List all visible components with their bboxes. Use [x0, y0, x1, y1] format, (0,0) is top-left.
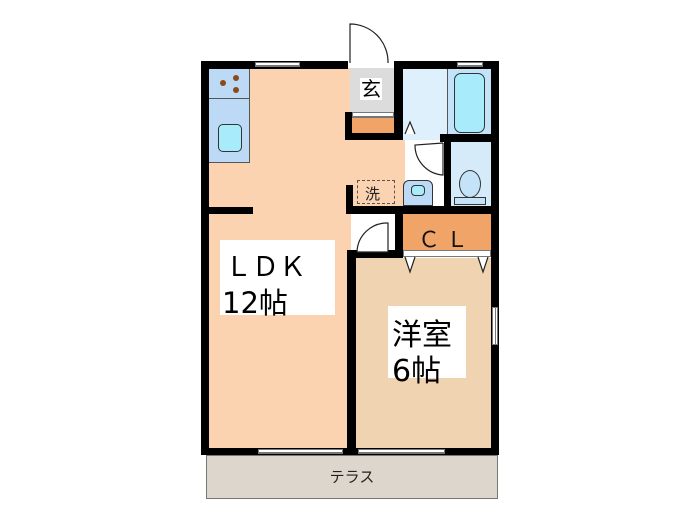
wall-room-divider	[347, 256, 356, 455]
shoe-box-rail	[352, 112, 394, 117]
western-room-label-box	[388, 306, 466, 378]
kitchen-sink-icon	[218, 124, 242, 152]
terrace-label: テラス	[329, 468, 375, 486]
wall-entrance-left	[345, 112, 352, 135]
ldk-size: 12帖	[222, 286, 288, 320]
western-room-name: 洋室	[392, 318, 452, 353]
wall-entrance-bottom	[345, 133, 403, 140]
western-room-size: 6帖	[392, 354, 442, 389]
stove-burner-icon	[233, 75, 239, 81]
wall-closet-left	[395, 206, 403, 258]
western-room-door-icon	[356, 222, 389, 253]
ldk-label-box	[220, 240, 335, 315]
washroom-door-icon	[414, 142, 444, 176]
ldk-floor-upper	[351, 135, 405, 210]
entrance-door-icon	[349, 23, 389, 64]
stove-burner-icon	[233, 87, 239, 93]
ldk-name: ＬＤＫ	[225, 252, 306, 283]
closet-folding-door-icon	[404, 256, 416, 274]
window-ldk-bottom	[258, 449, 343, 454]
terrace	[206, 455, 498, 499]
wall-washer-left	[346, 185, 353, 213]
wall-ldk-stub	[208, 207, 253, 214]
wall-right	[491, 61, 499, 455]
toilet-tank-icon	[454, 197, 486, 205]
window-western-bottom	[358, 449, 445, 454]
stove-burner-icon	[220, 80, 226, 86]
wall-entrance-right	[394, 61, 403, 140]
wall-left	[201, 61, 209, 455]
window-western-right	[492, 307, 498, 345]
bath-folding-door-icon	[404, 120, 416, 135]
closet	[403, 214, 491, 250]
window-ldk-top	[255, 62, 300, 67]
washer-space	[357, 180, 395, 204]
washer-label: 洗	[365, 185, 381, 203]
entrance-label: 玄	[360, 77, 382, 101]
shoe-box	[352, 117, 394, 134]
wall-bath-bottom	[440, 134, 498, 142]
closet-label: ＣＬ	[418, 228, 475, 253]
wash-basin-bowl	[411, 185, 425, 196]
window-bath-top	[457, 62, 483, 67]
wall-room-divider-top	[347, 250, 403, 258]
kitchen-counter-divider	[208, 98, 250, 99]
wall-toilet-left	[444, 140, 451, 210]
closet-folding-door-icon	[477, 256, 489, 274]
toilet-bowl-icon	[459, 170, 481, 198]
wall-top-right	[394, 61, 498, 69]
wall-mid-horizontal	[346, 206, 498, 214]
bathtub-icon	[454, 73, 485, 133]
closet-door-rail	[403, 250, 491, 257]
